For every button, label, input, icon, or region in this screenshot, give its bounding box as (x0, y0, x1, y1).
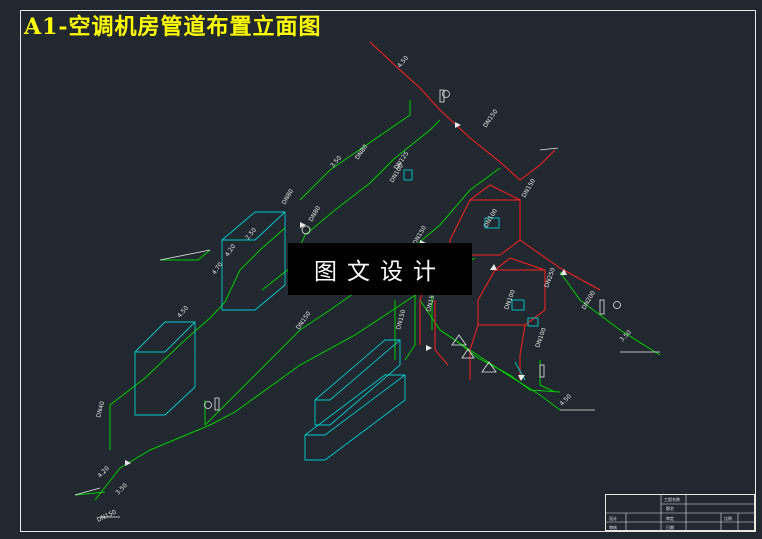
leader-line (159, 249, 211, 261)
supply-trunk-pipe (204, 167, 501, 426)
pipe-size-labels: DN150 DN125 DN80 DN80 DN80 DN100 DN150 D… (95, 108, 597, 524)
supply-pump-branch (419, 299, 561, 411)
annotation-fittings (74, 89, 660, 518)
flow-arrow-icon (125, 460, 131, 466)
air-handler-lower-edges (135, 321, 196, 353)
return-lower (469, 324, 479, 380)
title-block-approve: 审定 (666, 516, 674, 521)
supply-branch-left (109, 301, 226, 450)
pipe-label: DN100 (389, 163, 405, 184)
title-block-design: 设计 (609, 516, 617, 521)
pipe-label: DN40 (95, 400, 106, 418)
title-block-scale: 比例 (724, 516, 732, 521)
return-diag-right (519, 239, 601, 291)
title-block-date: 日期 (666, 525, 674, 530)
flow-arrow-icon (455, 122, 461, 128)
drawing-frame (20, 10, 756, 532)
pump-2 (511, 299, 525, 311)
return-vert-mid (434, 300, 449, 366)
pump-symbol-icon (461, 348, 475, 359)
pump-symbol-icon (451, 334, 467, 346)
valve-icon (214, 397, 220, 411)
gauge-icon (442, 90, 450, 98)
return-top-diagonal (369, 41, 521, 181)
pipe-label: DN200 (581, 290, 597, 311)
title-block-check: 审核 (609, 525, 617, 530)
pump-symbol-icon (481, 361, 497, 373)
air-handler-lower (134, 321, 196, 416)
return-box-2-top (494, 257, 546, 271)
elevation-label: 4.50 (176, 304, 190, 319)
pump-1 (484, 217, 500, 229)
elevation-label: 3.50 (618, 329, 633, 344)
supply-right-branch (559, 271, 661, 356)
watermark-banner: 图文设计 (288, 243, 472, 295)
elevation-label: 3.50 (114, 482, 129, 497)
pipe-label: DN150 (395, 309, 407, 331)
pipe-label: DN80 (308, 205, 323, 223)
pipe-label: DN150 (96, 509, 118, 524)
water-tank-front (304, 374, 406, 461)
pipe-label: DN80 (281, 188, 296, 206)
flow-arrow-icon (560, 269, 567, 275)
equipment-outlines (134, 169, 539, 461)
valve-icon (439, 89, 445, 103)
elevation-label: 4.50 (558, 393, 573, 408)
flow-arrows (125, 122, 567, 466)
title-block-grid (606, 495, 756, 532)
title-block: 工程名称 图名 设计 审核 审定 日期 比例 (605, 494, 756, 532)
return-chiller-inner (469, 184, 521, 201)
supply-riser (299, 100, 411, 201)
pipe-label: DN100 (534, 327, 548, 349)
drawing-title: A1-空调机房管道布置立面图 (24, 14, 322, 40)
water-tank-back-edges (315, 339, 401, 401)
air-handler-upper-edges (222, 211, 286, 241)
flow-arrow-icon (426, 345, 432, 351)
water-tank-back (314, 339, 401, 426)
valve-icon (539, 364, 545, 378)
pipe-label: DN150 (521, 178, 537, 199)
gauge-icon (204, 401, 212, 409)
flow-arrow-icon (490, 264, 497, 270)
pump-3 (527, 317, 539, 327)
supply-pump-branch-2 (439, 329, 561, 393)
title-block-drawing-label: 图名 (666, 506, 674, 511)
supply-vertical-pump (404, 290, 416, 361)
return-top-branch (519, 149, 556, 181)
gauge-icon (301, 225, 311, 235)
air-handler-upper (221, 211, 286, 311)
return-pipe-network (369, 41, 601, 380)
flow-arrow-icon (300, 222, 306, 228)
title-block-project-label: 工程名称 (664, 497, 680, 502)
pump-4 (403, 169, 413, 181)
flow-arrow-icon (518, 375, 525, 381)
pipe-label: DN150 (482, 108, 500, 129)
elevation-label: 4.20 (224, 243, 238, 258)
supply-short-left (74, 491, 106, 496)
valve-icon (599, 299, 605, 315)
elevation-label: 4.50 (396, 54, 410, 69)
supply-pipe-network (74, 100, 661, 501)
leader-line (74, 487, 101, 496)
elevation-label: 4.20 (96, 465, 111, 480)
supply-top-left-hook (160, 249, 211, 261)
pipe-label: DN80 (354, 143, 369, 161)
leader-line (539, 147, 559, 151)
supply-branch-ahu (224, 227, 286, 303)
gauge-icon (613, 301, 621, 309)
supply-main-pipe (94, 257, 476, 501)
water-tank-edges (305, 374, 406, 436)
